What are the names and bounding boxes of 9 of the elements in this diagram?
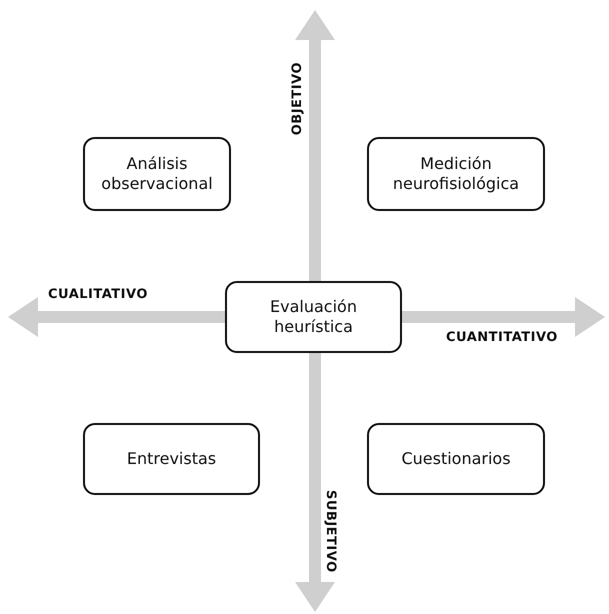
- method-box: Análisis observacional: [83, 137, 231, 211]
- method-box: Evaluación heurística: [225, 281, 402, 353]
- method-box: Cuestionarios: [367, 423, 545, 495]
- axis-label: SUBJETIVO: [322, 490, 338, 573]
- axis-label: OBJETIVO: [290, 62, 306, 136]
- axis-label: CUANTITATIVO: [446, 330, 558, 346]
- method-box: Medición neurofisiológica: [367, 137, 545, 211]
- method-box: Entrevistas: [83, 423, 260, 495]
- axis-label: CUALITATIVO: [48, 287, 148, 303]
